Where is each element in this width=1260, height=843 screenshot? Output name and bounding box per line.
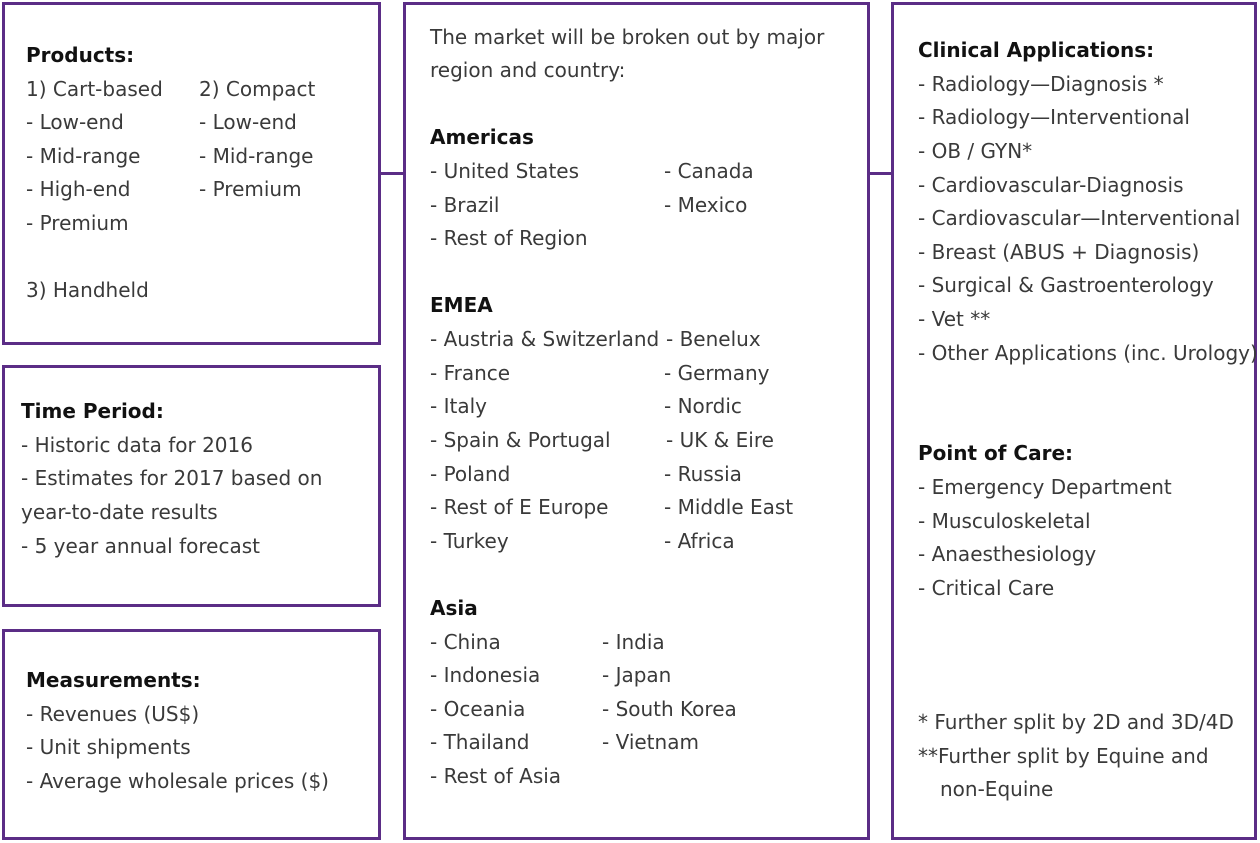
products-item: - Premium xyxy=(26,211,129,235)
region-item: - France xyxy=(430,361,511,385)
clinical-item: - Cardiovascular—Interventional xyxy=(918,206,1241,230)
products-item: - Mid-range xyxy=(26,144,141,168)
region-item: - Poland xyxy=(430,462,511,486)
measurements-box: Measurements: - Revenues (US$) - Unit sh… xyxy=(2,629,381,840)
products-title: Products: xyxy=(26,43,135,67)
asia-title: Asia xyxy=(430,596,478,620)
region-item: - Middle East xyxy=(664,495,794,519)
region-item: - UK & Eire xyxy=(666,428,774,452)
region-item: - Thailand xyxy=(430,730,530,754)
region-item: - Nordic xyxy=(664,394,742,418)
region-item: - South Korea xyxy=(602,697,737,721)
region-item: - Oceania xyxy=(430,697,526,721)
clinical-item: - Radiology—Interventional xyxy=(918,105,1190,129)
measurements-line: - Unit shipments xyxy=(26,735,191,759)
time-period-line: - Historic data for 2016 xyxy=(21,433,253,457)
products-item: 2) Compact xyxy=(199,77,316,101)
products-item: - Low-end xyxy=(26,110,124,134)
measurements-line: - Average wholesale prices ($) xyxy=(26,769,329,793)
point-of-care-title: Point of Care: xyxy=(918,441,1074,465)
emea-title: EMEA xyxy=(430,293,493,317)
regions-box: The market will be broken out by major r… xyxy=(403,2,870,840)
measurements-title: Measurements: xyxy=(26,668,201,692)
point-of-care-item: - Musculoskeletal xyxy=(918,509,1091,533)
clinical-item: - Other Applications (inc. Urology) xyxy=(918,341,1258,365)
regions-intro: The market will be broken out by major xyxy=(430,25,825,49)
clinical-item: - Radiology—Diagnosis * xyxy=(918,72,1164,96)
footnote: **Further split by Equine and xyxy=(918,744,1209,768)
clinical-item: - Cardiovascular-Diagnosis xyxy=(918,173,1184,197)
measurements-line: - Revenues (US$) xyxy=(26,702,200,726)
region-item: - Russia xyxy=(664,462,742,486)
time-period-line: year-to-date results xyxy=(21,500,218,524)
clinical-box: Clinical Applications: - Radiology—Diagn… xyxy=(891,2,1258,840)
clinical-item: - OB / GYN* xyxy=(918,139,1033,163)
region-item: - United States xyxy=(430,159,580,183)
products-item: 1) Cart-based xyxy=(26,77,163,101)
clinical-item: - Vet ** xyxy=(918,307,991,331)
region-item: - Italy xyxy=(430,394,487,418)
regions-intro: region and country: xyxy=(430,58,626,82)
region-item: - Austria & Switzerland xyxy=(430,327,660,351)
time-period-title: Time Period: xyxy=(21,399,164,423)
footnote: non-Equine xyxy=(940,777,1054,801)
region-item: - Spain & Portugal xyxy=(430,428,611,452)
americas-title: Americas xyxy=(430,125,534,149)
products-item: - High-end xyxy=(26,177,131,201)
connector-right xyxy=(870,172,891,175)
region-item: - Japan xyxy=(602,663,672,687)
point-of-care-item: - Critical Care xyxy=(918,576,1055,600)
region-item: - Africa xyxy=(664,529,735,553)
region-item: - Vietnam xyxy=(602,730,699,754)
region-item: - India xyxy=(602,630,665,654)
footnote: * Further split by 2D and 3D/4D xyxy=(918,710,1234,734)
region-item: - Turkey xyxy=(430,529,509,553)
products-item: - Mid-range xyxy=(199,144,314,168)
clinical-item: - Breast (ABUS + Diagnosis) xyxy=(918,240,1200,264)
region-item: - Germany xyxy=(664,361,770,385)
region-item: - China xyxy=(430,630,501,654)
region-item: - Canada xyxy=(664,159,754,183)
region-item: - Indonesia xyxy=(430,663,541,687)
connector-left xyxy=(381,172,403,175)
point-of-care-item: - Anaesthesiology xyxy=(918,542,1097,566)
region-item: - Rest of E Europe xyxy=(430,495,609,519)
products-item: - Low-end xyxy=(199,110,297,134)
region-item: - Rest of Region xyxy=(430,226,588,250)
region-item: - Benelux xyxy=(666,327,761,351)
products-handheld: 3) Handheld xyxy=(26,278,149,302)
time-period-box: Time Period: - Historic data for 2016 - … xyxy=(2,365,381,607)
region-item: - Mexico xyxy=(664,193,748,217)
time-period-line: - Estimates for 2017 based on xyxy=(21,466,323,490)
time-period-line: - 5 year annual forecast xyxy=(21,534,260,558)
point-of-care-item: - Emergency Department xyxy=(918,475,1172,499)
clinical-title: Clinical Applications: xyxy=(918,38,1155,62)
clinical-item: - Surgical & Gastroenterology xyxy=(918,273,1214,297)
products-item: - Premium xyxy=(199,177,302,201)
region-item: - Brazil xyxy=(430,193,500,217)
region-item: - Rest of Asia xyxy=(430,764,562,788)
products-box: Products: 1) Cart-based - Low-end - Mid-… xyxy=(2,2,381,345)
